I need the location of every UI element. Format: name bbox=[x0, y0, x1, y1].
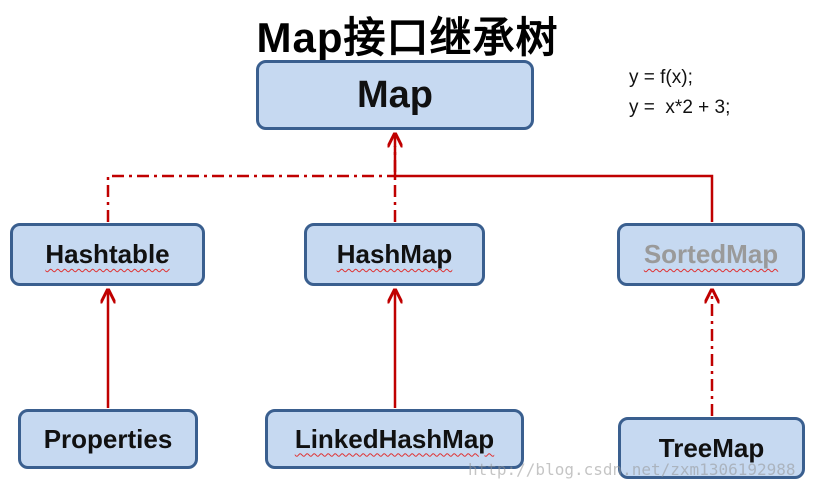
node-hashmap-label: HashMap bbox=[336, 239, 453, 269]
watermark: http://blog.csdn.net/zxm1306192988 bbox=[468, 460, 796, 479]
node-map: Map bbox=[256, 60, 534, 130]
node-treemap-label: TreeMap bbox=[658, 432, 765, 463]
node-hashmap: HashMap bbox=[304, 223, 485, 286]
edge-sortedmap-map bbox=[393, 146, 714, 222]
formula-line-1: y = f(x); bbox=[629, 67, 693, 88]
node-hashtable: Hashtable bbox=[10, 223, 205, 286]
page-title: Map接口继承树 bbox=[256, 14, 559, 61]
node-map-label: Map bbox=[357, 73, 433, 116]
node-hashtable-label: Hashtable bbox=[45, 239, 170, 269]
node-linkedhashmap-label: LinkedHashMap bbox=[294, 423, 495, 454]
node-properties-label: Properties bbox=[43, 423, 173, 454]
node-sortedmap-label: SortedMap bbox=[643, 239, 779, 269]
edge-hashtable-map bbox=[106, 174, 395, 222]
node-treemap: TreeMap bbox=[618, 417, 805, 479]
formula-line-2: y = x*2 + 3; bbox=[629, 97, 731, 118]
node-linkedhashmap: LinkedHashMap bbox=[265, 409, 524, 469]
node-properties: Properties bbox=[18, 409, 198, 469]
node-sortedmap: SortedMap bbox=[617, 223, 805, 286]
